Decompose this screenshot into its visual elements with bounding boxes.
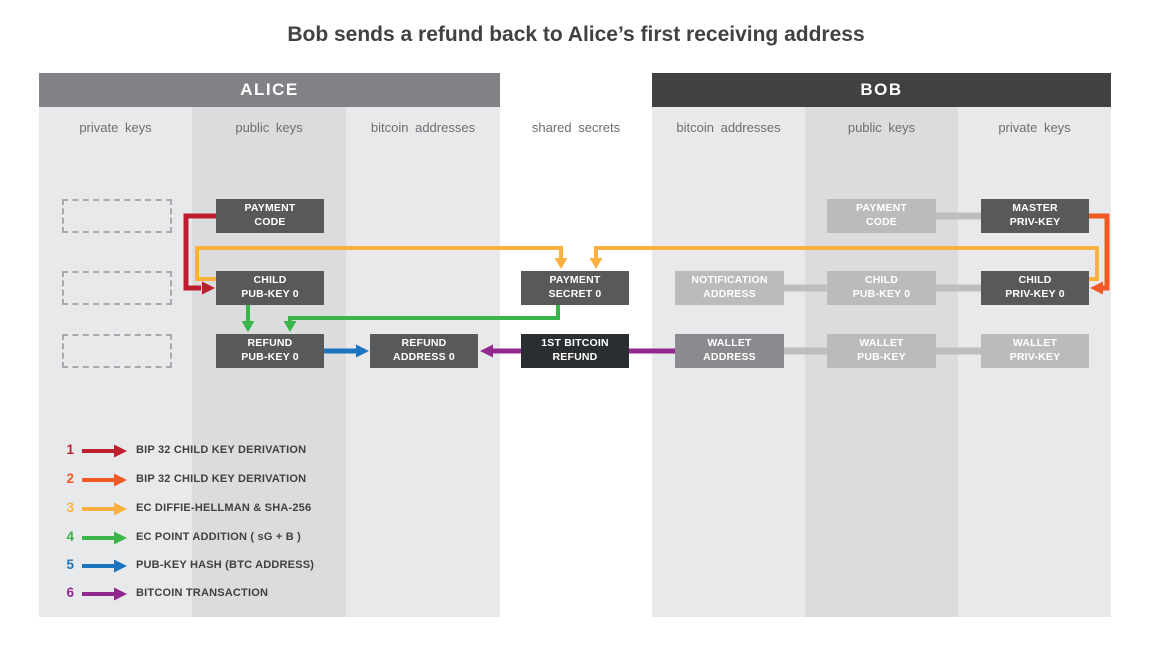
bob-child-pub-key-box: CHILD PUB-KEY 0 <box>827 271 936 305</box>
bob-notification-address-box: NOTIFICATION ADDRESS <box>675 271 784 305</box>
alice-refund-address-box: REFUND ADDRESS 0 <box>370 334 478 368</box>
first-bitcoin-refund-box: 1ST BITCOIN REFUND <box>521 334 629 368</box>
alice-empty-private-key-slot-1 <box>62 199 172 233</box>
bob-header: BOB <box>652 73 1111 107</box>
legend-label-1: BIP 32 CHILD KEY DERIVATION <box>136 444 307 456</box>
legend-number-5: 5 <box>66 557 74 572</box>
alice-refund-pub-key-box: REFUND PUB-KEY 0 <box>216 334 324 368</box>
column-label-bob-bitcoin-addresses: bitcoin addresses <box>676 120 781 135</box>
arrow-5-pubkey-hash <box>324 344 369 358</box>
bob-wallet-address-box: WALLET ADDRESS <box>675 334 784 368</box>
alice-header: ALICE <box>39 73 500 107</box>
column-label-bob-private-keys: private keys <box>998 120 1071 135</box>
bob-payment-code-box: PAYMENT CODE <box>827 199 936 233</box>
legend-label-5: PUB-KEY HASH (BTC ADDRESS) <box>136 559 315 571</box>
column-label-alice-bitcoin-addresses: bitcoin addresses <box>370 120 476 135</box>
bob-wallet-pub-key-box: WALLET PUB-KEY <box>827 334 936 368</box>
arrow-4-ec-point-addition <box>241 305 560 332</box>
legend-label-6: BITCOIN TRANSACTION <box>136 587 269 599</box>
bob-wallet-priv-key-box: WALLET PRIV-KEY <box>981 334 1089 368</box>
diagram-title: Bob sends a refund back to Alice’s first… <box>287 23 865 46</box>
column-label-bob-public-keys: public keys <box>847 120 916 135</box>
alice-empty-private-key-slot-2 <box>62 271 172 305</box>
legend-number-6: 6 <box>66 585 74 600</box>
legend-number-2: 2 <box>66 471 74 486</box>
legend-number-3: 3 <box>66 500 74 515</box>
arrow-1-bip32-child-key-derivation <box>183 213 216 295</box>
payment-secret-box: PAYMENT SECRET 0 <box>521 271 629 305</box>
legend-label-3: EC DIFFIE-HELLMAN & SHA-256 <box>136 502 312 514</box>
legend-number-4: 4 <box>66 529 74 544</box>
legend-label-4: EC POINT ADDITION ( sG + B ) <box>136 531 302 543</box>
column-label-alice-public-keys: public keys <box>235 120 303 135</box>
alice-private-keys-column <box>39 107 192 617</box>
column-label-shared-secrets: shared secrets <box>531 120 621 135</box>
legend-arrows <box>82 444 127 601</box>
gray-connectors <box>784 212 981 355</box>
bob-child-priv-key-box: CHILD PRIV-KEY 0 <box>981 271 1089 305</box>
column-label-alice-private-keys: private keys <box>79 120 152 135</box>
bob-master-priv-key-box: MASTER PRIV-KEY <box>981 199 1089 233</box>
alice-empty-private-key-slot-3 <box>62 334 172 368</box>
arrow-3-ec-diffie-hellman <box>195 246 1099 281</box>
legend-label-2: BIP 32 CHILD KEY DERIVATION <box>136 473 307 485</box>
alice-child-pub-key-box: CHILD PUB-KEY 0 <box>216 271 324 305</box>
arrow-2-bip32-child-key-derivation <box>1089 213 1110 295</box>
alice-payment-code-box: PAYMENT CODE <box>216 199 324 233</box>
legend-number-1: 1 <box>66 442 74 457</box>
